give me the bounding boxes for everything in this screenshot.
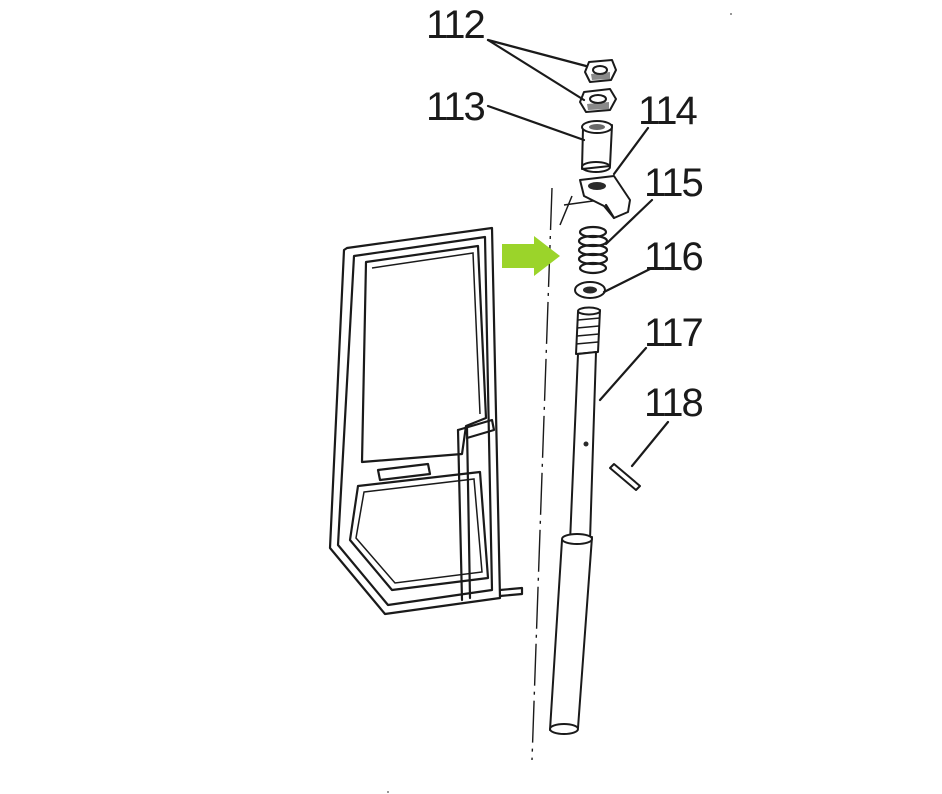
bracket <box>579 175 631 220</box>
label-118: 118 <box>644 381 703 425</box>
callout-labels: 112 113 114 115 116 117 118 <box>426 3 705 425</box>
spring <box>577 225 609 275</box>
highlight-arrow-icon <box>502 236 560 276</box>
bushing <box>581 120 613 173</box>
leader-lines <box>486 38 670 468</box>
label-117: 117 <box>644 311 703 355</box>
pin <box>609 463 641 491</box>
shaft <box>549 306 601 735</box>
label-113: 113 <box>426 85 485 129</box>
cab-door-frame <box>328 226 524 616</box>
nut-bottom <box>579 88 617 113</box>
label-112: 112 <box>426 3 485 47</box>
nut-top <box>584 59 617 83</box>
label-116: 116 <box>644 235 703 279</box>
label-115: 115 <box>644 161 703 205</box>
label-114: 114 <box>638 89 698 133</box>
washer <box>574 281 606 299</box>
